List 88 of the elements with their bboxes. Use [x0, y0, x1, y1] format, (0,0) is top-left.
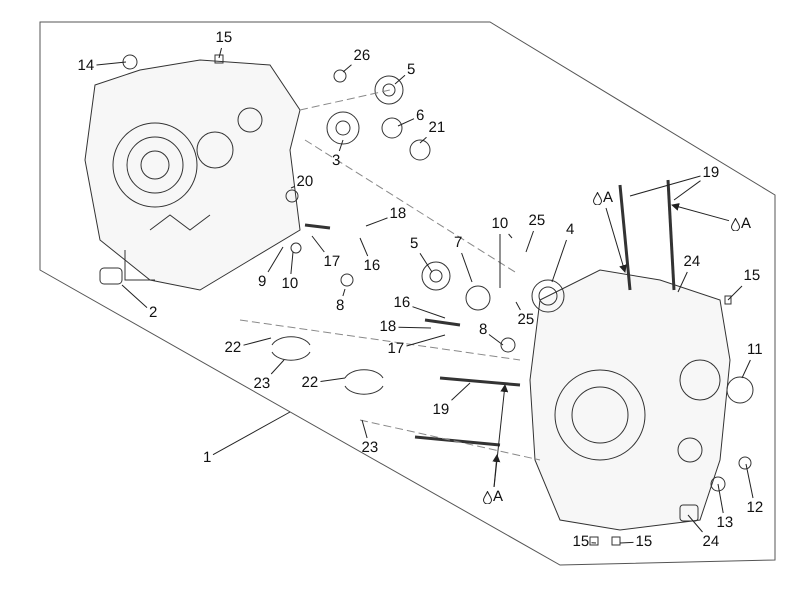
leader-line — [290, 252, 294, 274]
callout-number: 10 — [282, 276, 298, 292]
callout-number: 23 — [254, 376, 270, 392]
leader-line — [674, 180, 701, 200]
leader-line — [96, 62, 126, 66]
callout-number: A — [493, 489, 504, 505]
leader-line — [718, 484, 724, 514]
callout-number: 24 — [702, 534, 720, 550]
leader-line — [342, 64, 352, 72]
arrow — [492, 454, 500, 488]
leader-line — [243, 338, 272, 346]
callout-number: 5 — [407, 62, 416, 78]
callout-number: 14 — [78, 58, 94, 74]
callout-number: 19 — [432, 402, 450, 418]
leader-line — [122, 284, 148, 308]
callout-number: 16 — [364, 258, 380, 274]
leader-line — [268, 246, 284, 272]
leader-line — [451, 382, 470, 401]
leader-line — [312, 236, 325, 252]
leader-line — [218, 48, 222, 58]
callout-number: 1 — [203, 450, 212, 466]
callout-number: A — [741, 216, 752, 232]
arrow — [671, 203, 730, 222]
callout-number: 13 — [716, 515, 734, 531]
arrow — [606, 208, 627, 273]
callout-number: 16 — [394, 295, 410, 311]
leader-line — [746, 464, 754, 498]
callout-number: 4 — [566, 222, 574, 238]
leader-line — [620, 542, 634, 544]
leader-line — [412, 306, 446, 318]
callout-number: 15 — [744, 268, 760, 284]
callout-number: 12 — [746, 500, 764, 516]
arrow — [494, 384, 508, 488]
leader-line — [394, 74, 406, 84]
leader-line — [420, 252, 432, 272]
callout-number: 11 — [747, 342, 763, 358]
callout-number: 15 — [636, 534, 652, 550]
callout-number: 18 — [390, 206, 406, 222]
leader-line — [398, 118, 414, 126]
leader-line — [630, 176, 701, 196]
leader-line — [406, 334, 446, 346]
callout-number: 19 — [702, 165, 720, 181]
callout-number: 9 — [258, 274, 266, 290]
callout-number: 25 — [528, 213, 546, 229]
callout-number: A — [603, 190, 614, 206]
callout-number: 5 — [410, 236, 418, 252]
leader-line — [678, 272, 688, 292]
callout-number: 22 — [224, 340, 242, 356]
callout-number: 17 — [388, 341, 404, 357]
leader-line — [552, 240, 567, 282]
leader-line — [728, 286, 742, 300]
leader-line — [508, 234, 512, 238]
leader-line — [516, 302, 521, 310]
leader-line — [360, 238, 368, 256]
callout-number: 15 — [572, 534, 590, 550]
leader-line — [488, 334, 504, 346]
callout-number: 3 — [332, 153, 340, 169]
leader-line — [526, 230, 534, 252]
callout-number: 18 — [380, 319, 396, 335]
leader-line — [362, 420, 368, 438]
callout-number: 25 — [518, 312, 534, 328]
callout-number: 8 — [336, 298, 344, 314]
leader-line — [398, 326, 432, 328]
leader-line — [420, 136, 427, 144]
callout-number: 10 — [492, 216, 508, 232]
callout-number: 26 — [354, 48, 370, 64]
callout-number: 20 — [296, 174, 314, 190]
leader-line — [338, 140, 344, 152]
callout-number: 17 — [324, 254, 340, 270]
leader-line — [342, 288, 346, 296]
callout-number: 6 — [416, 108, 424, 124]
callout-number: 2 — [149, 305, 158, 321]
callout-number: 15 — [216, 30, 232, 46]
callout-number: 24 — [684, 254, 700, 270]
leader-line — [591, 542, 596, 544]
callout-number: 22 — [302, 375, 318, 391]
leader-line — [366, 217, 388, 226]
leader-line — [688, 514, 703, 532]
callout-number: 7 — [454, 235, 462, 251]
leader-line — [270, 360, 284, 374]
leader-line — [320, 378, 346, 382]
leader-line — [290, 186, 295, 188]
callout-number: 23 — [362, 440, 378, 456]
leader-line — [212, 412, 290, 456]
leader-line — [742, 360, 751, 378]
leader-line — [461, 252, 472, 282]
callout-number: 8 — [479, 322, 488, 338]
callout-number: 21 — [428, 120, 446, 136]
